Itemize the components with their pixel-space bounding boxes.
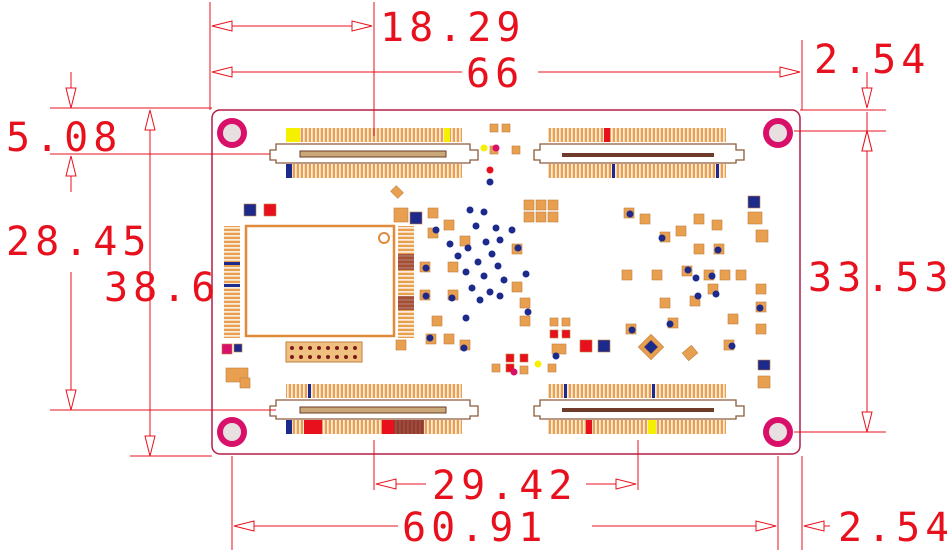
mounting-hole-top-left <box>217 118 247 148</box>
dimension-label-left-top-offset: 5.08 <box>6 115 123 161</box>
dimension-label-hole-span: 60.91 <box>402 505 548 551</box>
mounting-hole-bottom-right <box>763 417 793 447</box>
pcb-board <box>211 109 801 455</box>
dimension-label-right-hole-span: 33.53 <box>808 255 947 301</box>
mounting-hole-bottom-left <box>217 417 247 447</box>
connector-bottom-right <box>533 384 745 434</box>
mounting-hole-top-right <box>763 118 793 148</box>
main-chip <box>224 224 414 338</box>
dimension-label-bottom-connector-span: 29.42 <box>432 463 578 509</box>
dimension-label-top-offset: 18.29 <box>380 5 526 51</box>
dimension-label-overall-width: 66 <box>466 51 525 97</box>
board-outline <box>211 109 801 455</box>
dimension-arrows <box>65 20 873 532</box>
dimension-label-left-connector-span: 28.45 <box>6 219 152 265</box>
pin-header <box>285 341 363 363</box>
vias <box>422 144 764 376</box>
connector-bottom-left <box>269 384 479 434</box>
connector-top-right <box>533 128 745 178</box>
dimension-label-bottom-right-margin: 2.54 <box>838 505 947 551</box>
dimension-label-board-height: 38.6 <box>104 265 221 311</box>
dimension-label-top-right-margin: 2.54 <box>814 37 931 83</box>
dimension-lines <box>50 2 886 550</box>
